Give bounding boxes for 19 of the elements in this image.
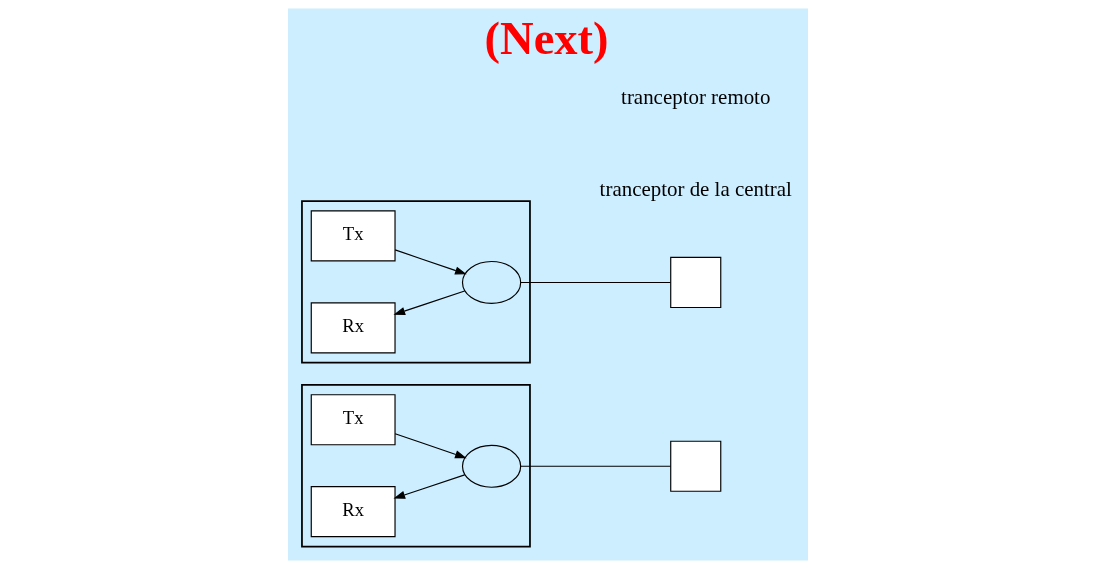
arrow: [394, 433, 467, 459]
connector: [520, 465, 672, 467]
label: tranceptor remoto: [621, 84, 771, 109]
node-box: Tx: [310, 210, 396, 262]
node-box: [670, 440, 722, 492]
cluster: [301, 200, 531, 364]
label: tranceptor de la central: [599, 176, 792, 201]
arrow: [393, 290, 466, 315]
cluster: [301, 383, 531, 548]
arrow: [394, 249, 467, 275]
node-ellipse: [461, 260, 522, 304]
arrow: [393, 474, 466, 499]
diagram-title: (Next): [484, 12, 609, 64]
connector: [520, 281, 672, 284]
node-box: Rx: [310, 486, 396, 538]
node-ellipse: [461, 444, 522, 488]
node-box: Tx: [310, 394, 396, 446]
node-box: Rx: [310, 302, 396, 354]
node-box: [670, 256, 722, 309]
